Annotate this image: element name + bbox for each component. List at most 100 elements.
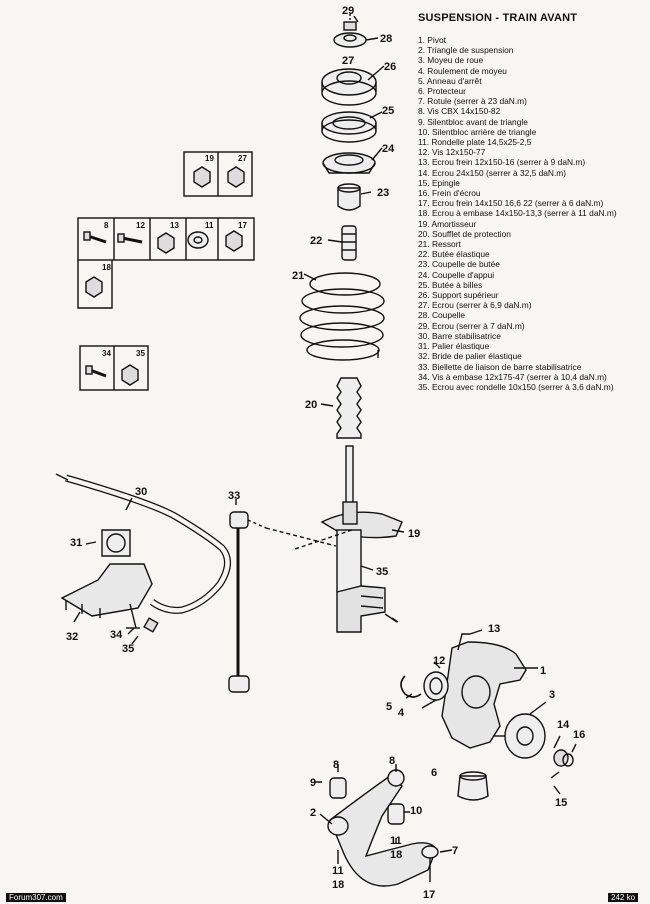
legend-item: 12. Vis 12x150-77 [418,147,486,158]
callout-13: 13 [488,623,500,635]
stabilizer-bar-30 [55,473,231,614]
callout-6: 6 [431,767,437,779]
legend-item: 26. Support supérieur [418,290,499,301]
legend-item: 29. Ecrou (serrer à 7 daN.m) [418,320,525,331]
box-label-11: 11 [205,221,214,230]
coil-spring-21 [299,272,385,361]
bearing-4 [423,671,449,701]
box-label-34: 34 [102,349,111,358]
footer-size: 242 ko [608,893,639,902]
callout-4: 4 [398,707,405,719]
legend-item: 4. Roulement de moyeu [418,65,507,76]
snap-ring-5 [400,675,422,698]
callout-21: 21 [292,270,304,282]
callout-2: 2 [310,807,316,819]
legend-item: 27. Ecrou (serrer à 6,9 daN.m) [418,300,532,311]
legend-item: 18. Ecrou à embase 14x150-13,3 (serrer à… [418,208,617,219]
nut-29 [343,21,357,31]
legend-item: 9. Silentbloc avant de triangle [418,116,528,127]
legend-item: 20. Soufflet de protection [418,228,511,239]
legend-item: 25. Butée à billes [418,279,483,290]
box-label-18: 18 [102,263,111,272]
callout-18-front: 18 [332,879,344,891]
legend-item: 10. Silentbloc arrière de triangle [418,126,537,137]
legend-item: 23. Coupelle de butée [418,259,500,270]
protector-6 [457,771,489,801]
silentbloc-10 [387,803,405,825]
hub-3 [493,713,546,759]
callout-11-front: 11 [332,865,344,877]
bush-31 [101,529,131,557]
hardware-box-top [183,151,253,197]
legend-item: 8. Vis CBX 14x150-82 [418,106,501,117]
legend-item: 22. Butée élastique [418,249,490,260]
legend-item: 16. Frein d'écrou [418,188,481,199]
legend-item: 24. Coupelle d'appui [418,269,495,280]
box-label-27: 27 [238,154,247,163]
callout-27: 27 [342,55,354,67]
legend-item: 13. Ecrou frein 12x150-16 (serrer à 9 da… [418,157,586,168]
callout-30: 30 [135,486,147,498]
legend-item: 5. Anneau d'arrêt [418,75,482,86]
box-label-12: 12 [136,221,145,230]
cup-28 [333,32,367,48]
callout-labels: 29 28 27 26 25 24 23 22 21 20 19 35 30 3… [66,5,585,901]
legend-item: 21. Ressort [418,239,461,250]
callout-11-rear: 11 [390,835,402,847]
legend-item: 15. Epingle [418,177,460,188]
legend-item: 17. Ecrou frein 14x150 16,6 22 (serrer à… [418,198,604,209]
pivot-1 [441,633,527,749]
top-mount-26 [321,68,377,106]
legend-item: 2. Triangle de suspension [418,45,514,56]
wishbone-2 [327,769,437,887]
callout-19: 19 [408,528,420,540]
nut-lock-16 [562,753,574,767]
callout-18-rear: 18 [390,849,402,861]
callout-5: 5 [386,701,392,713]
callout-33: 33 [228,490,240,502]
diagram-title: SUSPENSION - TRAIN AVANT [418,12,578,24]
link-33 [228,511,337,693]
box-label-19: 19 [205,154,214,163]
shock-absorber-19 [320,445,403,633]
legend-item: 11. Rondelle plate 14,5x25-2,5 [418,137,532,148]
callout-17: 17 [423,889,435,901]
legend-item: 30. Barre stabilisatrice [418,330,501,341]
hardware-box-bottom [79,345,149,391]
callout-14: 14 [557,719,570,731]
seat-cup-24 [322,152,376,174]
legend-item: 33. Biellette de liaison de barre stabil… [418,361,582,372]
silentbloc-9 [329,777,347,799]
legend-item: 7. Rotule (serrer à 23 daN.m) [418,96,527,107]
callout-7: 7 [452,845,458,857]
legend-item: 28. Coupelle [418,310,466,321]
box-label-8: 8 [104,221,109,230]
boot-20 [336,377,362,439]
callout-29: 29 [342,5,354,17]
thrust-bearing-25 [321,111,377,143]
legend-item: 3. Moyeu de roue [418,55,484,66]
legend-item: 35. Ecrou avec rondelle 10x150 (serrer à… [418,381,614,392]
bracket-32 [60,563,153,618]
hardware-box-middle [77,217,255,309]
bump-stop-22 [341,225,357,261]
pin-15 [550,771,560,779]
callout-31: 31 [70,537,82,549]
legend-item: 14. Ecrou 24x150 (serrer à 32,5 daN.m) [418,167,567,178]
callout-35-strut: 35 [376,566,388,578]
screw-34 [126,603,140,629]
callout-12: 12 [433,655,445,667]
box-label-35: 35 [136,349,145,358]
nut-14 [553,749,569,767]
callout-28: 28 [380,33,392,45]
callout-25: 25 [382,105,394,117]
bump-cup-23 [337,183,361,211]
callout-10: 10 [410,805,422,817]
callout-8-rear: 8 [389,755,395,767]
callout-1: 1 [540,665,546,677]
legend-item: 1. Pivot [418,35,446,45]
footer-source: Forum307.com [6,893,66,902]
